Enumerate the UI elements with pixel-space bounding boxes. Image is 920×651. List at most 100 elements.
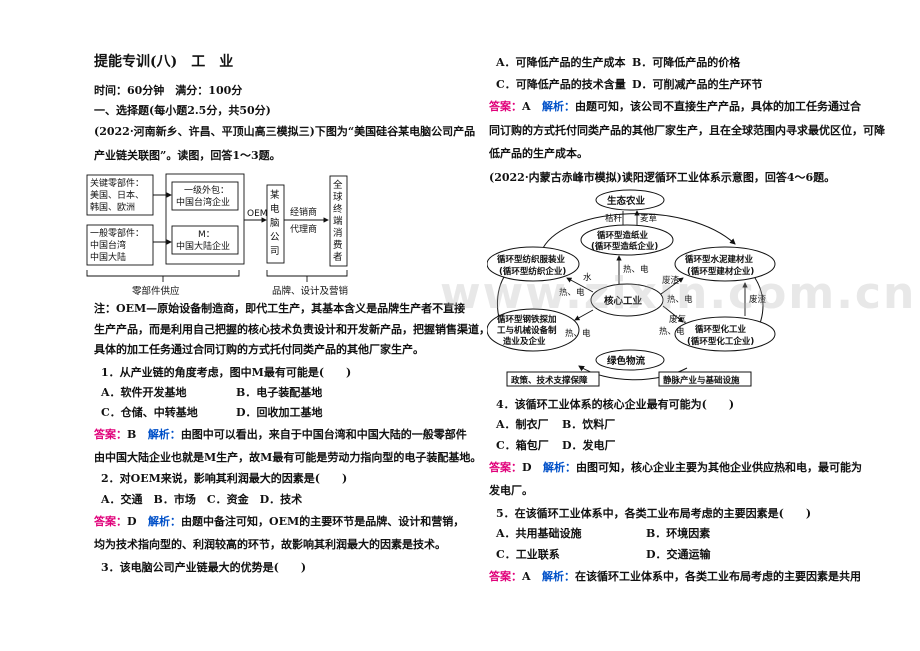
q5-option-b: B．环境因素 [646, 527, 711, 540]
q4-intro: (2022·内蒙古赤峰市模拟)读阳逻循环工业体系示意图，回答4～6题。 [489, 171, 836, 184]
q5-answer: 答案：A 解析：在该循环工业体系中，各类工业布局考虑的主要因素是共用 [489, 570, 861, 584]
section-heading: 一、选择题(每小题2.5分，共50分) [94, 104, 271, 117]
oem-label: OEM [247, 209, 268, 219]
textile-line1: 循环型纺织服装业 [497, 254, 566, 265]
consumer-char-7: 者 [333, 252, 343, 263]
consumer-char-6: 费 [333, 239, 343, 251]
static-industry-box: 静脉产业与基础设施 [663, 375, 740, 386]
company-char-3: 脑 [270, 217, 280, 229]
q1-option-a: A．软件开发基地 [101, 386, 187, 399]
q1-answer: 答案：B 解析：由图中可以看出，来自于中国台湾和中国大陆的一般零部件 [94, 428, 467, 442]
q5-answer-value: A [522, 570, 531, 583]
q3-explanation-label: 解析： [542, 100, 576, 113]
q4-explanation-2: 发电厂。 [489, 484, 533, 497]
q5-stem: 5．在该循环工业体系中，各类工业布局考虑的主要因素是( ) [496, 507, 812, 520]
q2-stem: 2．对OEM来说，影响其利润最大的因素是( ) [101, 472, 348, 485]
circular-industry-diagram: 生态农业 秸秆 麦草 循环型造纸业 (循环型造纸企业) 循环型纺织服装业 (循环… [487, 189, 776, 387]
bottom-left-label: 零部件供应 [132, 285, 180, 297]
q3-explanation-1: 由题可知，该公司不直接生产产品，具体的加工任务通过合 [575, 100, 862, 113]
q5-option-a: A．共用基础设施 [496, 527, 582, 540]
intro-line-2: 产业链关联图”。读图，回答1～3题。 [94, 149, 281, 162]
q3-explanation-3: 低产品的生产成本。 [489, 147, 588, 160]
feed-label: 麦草 [640, 213, 658, 224]
q4-explanation-label: 解析： [543, 461, 577, 474]
tier1-line1: 一级外包： [184, 184, 229, 196]
note-line-2: 生产产品，而是利用自己把握的核心技术负责设计和开发新产品，把握销售渠道， [94, 323, 490, 336]
core-industry: 核心工业 [604, 295, 643, 307]
q2-explanation-label: 解析： [148, 515, 182, 528]
m-line2: 中国大陆企业 [176, 240, 230, 252]
q4-explanation-1: 由图可知，核心企业主要为其他企业供应热和电，最可能为 [576, 461, 863, 474]
q1-option-c: C．仓储、中转基地 [101, 406, 198, 419]
agent-label: 代理商 [290, 223, 317, 235]
heat-elec-bottom-right: 热、电 [659, 326, 685, 337]
q2-explanation-2: 均为技术指向型的、利润较高的环节，故影响其利润最大的因素是技术。 [94, 538, 446, 551]
company-char-1: 某 [270, 190, 280, 201]
textile-line2: (循环型纺织企业) [499, 266, 566, 277]
chem-line1: 循环型化工业 [695, 324, 747, 335]
q3-option-c: C．可降低产品的技术含量 [496, 78, 626, 91]
q4-option-b: B．饮料厂 [562, 418, 616, 431]
q2-answer: 答案：D 解析：由题中备注可知，OEM的主要环节是品牌、设计和营销， [94, 515, 464, 529]
q3-stem: 3．该电脑公司产业链最大的优势是( ) [101, 561, 307, 574]
q5-explanation: 在该循环工业体系中，各类工业布局考虑的主要因素是共用 [575, 570, 862, 583]
q3-option-a: A．可降低产品的生产成本 [496, 56, 626, 69]
q3-option-b: B．可降低产品的价格 [632, 56, 741, 69]
q1-answer-label: 答案： [94, 428, 127, 441]
general-parts-line1: 一般零部件： [90, 227, 144, 239]
q1-answer-value: B [127, 428, 137, 441]
q4-option-c: C．箱包厂 [496, 439, 549, 452]
q5-option-c: C．工业联系 [496, 548, 560, 561]
supply-chain-diagram: 关键零部件： 美国、日本、 韩国、欧洲 一般零部件： 中国台湾 中国大陆 一级外… [86, 173, 349, 297]
q4-answer-label: 答案： [489, 461, 522, 474]
exam-meta: 时间：60分钟 满分：100分 [94, 84, 243, 97]
cement-line1: 循环型水泥建材业 [685, 254, 754, 265]
heat-elec-left: 热、电 [559, 287, 585, 298]
q4-option-a: A．制衣厂 [496, 418, 549, 431]
q3-option-d: D．可削减产品的生产环节 [632, 78, 763, 91]
q4-option-d: D．发电厂 [562, 439, 616, 452]
policy-box: 政策、技术支撑保障 [511, 375, 588, 386]
waste-gas-label: 废气 [669, 314, 687, 325]
steel-line2: 工与机械设备制 [497, 325, 557, 336]
q5-answer-label: 答案： [489, 570, 522, 583]
note-line-1: 注：OEM—原始设备制造商，即代工生产，其基本含义是品牌生产者不直接 [94, 302, 466, 315]
company-char-5: 司 [270, 246, 280, 257]
q5-option-d: D．交通运输 [646, 548, 711, 561]
green-logistics: 绿色物流 [607, 355, 646, 367]
chem-line2: (循环型化工企业) [687, 336, 754, 347]
q1-explanation-2: 由中国大陆企业也就是M生产，故M最有可能是劳动力指向型的电子装配基地。 [94, 451, 482, 464]
steel-line3: 造业及企业 [503, 336, 546, 347]
q4-stem: 4．该循环工业体系的核心企业最有可能为( ) [496, 398, 735, 411]
m-line1: M： [198, 230, 215, 240]
q2-options: A．交通 B．市场 C．资金 D．技术 [101, 493, 303, 506]
company-char-2: 电 [270, 203, 280, 215]
consumer-char-5: 消 [333, 227, 343, 239]
general-parts-line3: 中国大陆 [90, 251, 126, 263]
q4-answer-value: D [522, 461, 532, 474]
q2-explanation-1: 由题中备注可知，OEM的主要环节是品牌、设计和营销， [181, 515, 465, 528]
q4-answer: 答案：D 解析：由图可知，核心企业主要为其他企业供应热和电，最可能为 [489, 461, 862, 475]
q3-answer-value: A [522, 100, 531, 113]
note-line-3: 具体的加工任务通过合同订购的方式托付同类产品的其他厂家生产。 [94, 343, 424, 356]
heat-elec-bottom-left: 热、电 [565, 328, 591, 339]
q1-stem: 1．从产业链的角度考虑，图中M最有可能是( ) [101, 366, 352, 379]
q1-option-b: B．电子装配基地 [236, 386, 323, 399]
q1-explanation-1: 由图中可以看出，来自于中国台湾和中国大陆的一般零部件 [180, 428, 467, 441]
key-parts-line3: 韩国、欧洲 [90, 201, 135, 213]
heat-elec-right: 热、电 [667, 294, 693, 305]
page-title: 提能专训(八) 工 业 [94, 54, 234, 70]
q2-answer-value: D [127, 515, 137, 528]
paper-line1: 循环型造纸业 [597, 230, 649, 241]
watermark: www.zixin.com.cn [440, 268, 917, 319]
q1-explanation-label: 解析： [147, 428, 181, 441]
consumer-char-3: 终 [333, 203, 343, 215]
paper-line2: (循环型造纸企业) [591, 241, 658, 252]
eco-agriculture: 生态农业 [607, 195, 646, 207]
water-label: 水 [583, 272, 592, 283]
consumer-char-4: 端 [333, 215, 343, 227]
waste-residue-2: 废渣 [749, 294, 767, 305]
q3-explanation-2: 同订购的方式托付同类产品的其他厂家生产，且在全球范围内寻求最优区位，可降 [489, 124, 885, 137]
key-parts-line1: 关键零部件： [90, 177, 144, 189]
consumer-char-2: 球 [333, 191, 343, 203]
